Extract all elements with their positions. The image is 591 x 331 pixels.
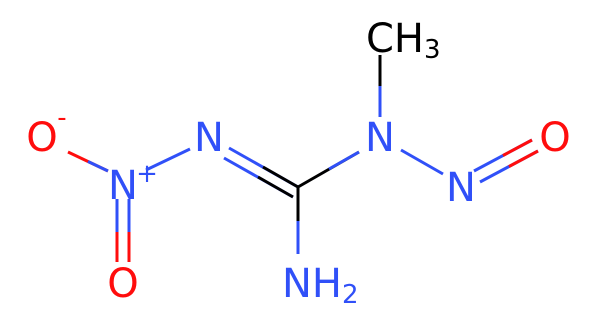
- bond-nnitroso-o-a-o: [502, 138, 533, 157]
- atom-amine: NH2: [282, 261, 359, 310]
- bond-nplus-nimine: [145, 147, 191, 172]
- atom-o-minus: O: [26, 115, 57, 161]
- bonds: [67, 55, 539, 262]
- bond-nimine-c-a-c: [262, 165, 299, 189]
- amine-subscript: 2: [342, 280, 359, 310]
- charge-minus: -: [57, 103, 66, 133]
- methyl-symbol: CH: [366, 16, 424, 62]
- methyl-subscript: 3: [424, 35, 441, 65]
- bond-nnitroso-o-b-o: [508, 149, 539, 168]
- atom-o-double: O: [107, 261, 138, 307]
- atom-n-methyl: N: [365, 115, 395, 161]
- bond-ominus-nplus-n-half: [87, 160, 109, 173]
- atom-n-nitroso: N: [446, 165, 476, 211]
- atom-n-imine: N: [194, 115, 224, 161]
- charge-plus: +: [136, 159, 158, 189]
- atom-labels: O - N + O N N CH3 N O NH2: [26, 16, 570, 310]
- bond-c-nmethyl-n: [328, 150, 360, 171]
- amine-symbol: NH: [282, 261, 342, 307]
- atom-o-nitroso: O: [539, 115, 570, 161]
- atom-n-plus: N: [108, 163, 138, 209]
- bond-nimine-c-b-c: [257, 175, 294, 199]
- bond-nmethyl-nnitroso: [400, 148, 444, 176]
- atom-methyl: CH3: [366, 16, 441, 65]
